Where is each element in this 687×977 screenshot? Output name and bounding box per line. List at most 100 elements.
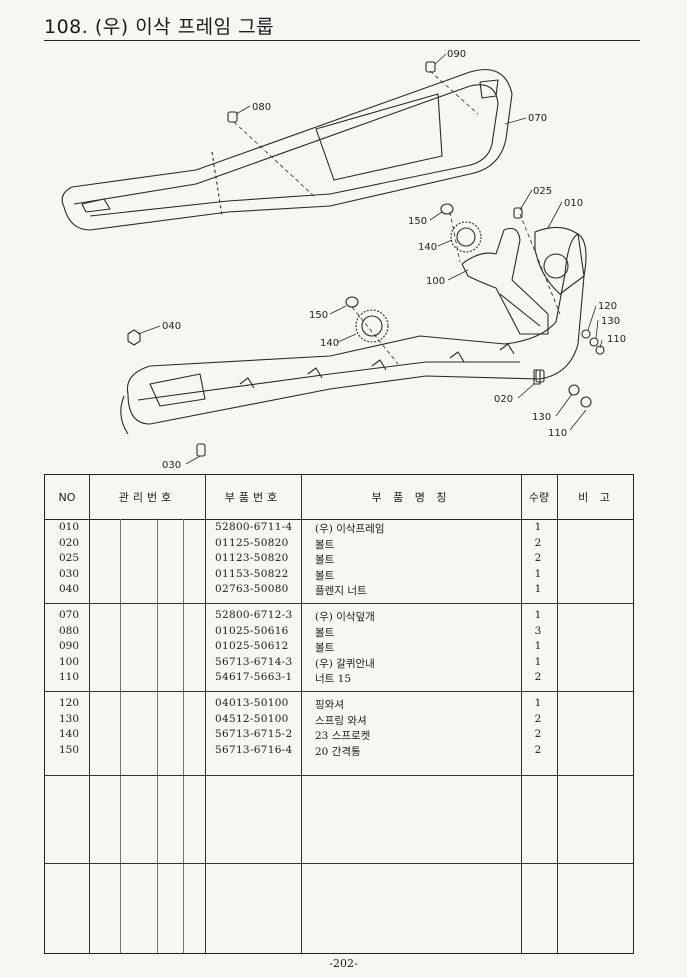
label-040: 040	[162, 321, 181, 332]
cell-name: 23 스프로켓	[315, 730, 371, 743]
header-qty: 수량	[528, 491, 550, 504]
cell-name: 20 간격통	[315, 745, 361, 758]
col-divider	[205, 475, 206, 953]
cell-name: 볼트	[315, 538, 335, 551]
label-070: 070	[528, 113, 547, 124]
header-note: 비 고	[578, 491, 614, 504]
cell-part-no: 02763-50080	[215, 583, 289, 596]
row-group-divider	[45, 863, 633, 864]
cell-qty: 2	[534, 536, 542, 549]
cell-qty: 1	[534, 567, 542, 580]
cell-qty: 3	[534, 624, 542, 637]
page-number: -202-	[329, 957, 358, 970]
cell-part-no: 01025-50612	[215, 640, 289, 653]
cell-name: 플렌지 너트	[315, 585, 367, 598]
cell-name: 너트 15	[315, 673, 352, 686]
cell-name: (우) 이삭덮개	[315, 611, 375, 623]
row-group-divider	[45, 603, 633, 604]
col-divider	[557, 475, 558, 953]
table-row: 025 01123-50820 볼트 2	[45, 552, 633, 568]
label-110a: 110	[607, 334, 626, 345]
table-row: 140 56713-6715-2 23 스프로켓 2	[45, 728, 633, 744]
table-row: 040 02763-50080 플렌지 너트 1	[45, 583, 633, 599]
label-020: 020	[494, 394, 513, 405]
table-header: NO 관리번호 부품번호 부 품 명 칭 수량 비 고	[45, 475, 633, 520]
label-010: 010	[564, 198, 583, 209]
cell-part-no: 56713-6715-2	[215, 728, 293, 741]
cell-qty: 1	[534, 583, 542, 596]
cell-no: 100	[59, 655, 80, 668]
label-130a: 130	[601, 316, 620, 327]
cell-no: 040	[59, 583, 80, 596]
sprocket-parts	[355, 221, 482, 343]
table-row: 020 01125-50820 볼트 2	[45, 537, 633, 553]
rake-guide-part	[461, 227, 549, 335]
cell-name: 스프링 와셔	[315, 714, 367, 727]
cell-part-no: 01125-50820	[215, 536, 289, 549]
exploded-parts-diagram: 090 080 070 025 010 150 140 100 040 150 …	[61, 49, 626, 471]
cell-no: 140	[59, 728, 80, 741]
cell-no: 080	[59, 624, 80, 637]
label-025: 025	[533, 186, 552, 197]
cell-no: 025	[59, 552, 80, 565]
cell-qty: 1	[534, 697, 542, 709]
ear-cover-part	[61, 69, 513, 231]
table-row: 130 04512-50100 스프링 와셔 2	[45, 713, 633, 729]
cell-part-no: 01153-50822	[215, 567, 289, 580]
label-150a: 150	[408, 216, 427, 227]
label-120: 120	[598, 301, 617, 312]
cell-name: 볼트	[315, 554, 335, 567]
header-no: NO	[58, 490, 76, 504]
cell-name: (우) 이삭프레임	[315, 523, 385, 535]
row-group-divider	[45, 691, 633, 692]
label-090: 090	[447, 49, 466, 60]
col-divider	[183, 519, 184, 953]
cell-no: 020	[59, 536, 80, 549]
table-row: 110 54617-5663-1 너트 15 2	[45, 671, 633, 687]
cell-name: 볼트	[315, 642, 335, 655]
cell-no: 090	[59, 640, 80, 653]
cell-no: 130	[59, 712, 80, 725]
parts-table: NO 관리번호 부품번호 부 품 명 칭 수량 비 고 010 52800-67…	[44, 474, 634, 954]
table-row: 010 52800-6711-4 (우) 이삭프레임 1	[45, 521, 633, 537]
cell-no: 070	[59, 609, 80, 621]
cell-qty: 1	[534, 521, 542, 533]
cell-qty: 2	[534, 743, 542, 756]
col-divider	[157, 519, 158, 953]
label-140a: 140	[418, 242, 437, 253]
header-part-name: 부 품 명 칭	[371, 491, 451, 504]
cell-qty: 2	[534, 712, 542, 725]
table-row: 030 01153-50822 볼트 1	[45, 568, 633, 584]
cell-no: 030	[59, 567, 80, 580]
header-part-no: 부품번호	[224, 491, 282, 504]
cell-part-no: 01025-50616	[215, 624, 289, 637]
cell-no: 010	[59, 521, 80, 533]
table-row: 120 04013-50100 핑와셔 1	[45, 697, 633, 713]
table-row: 080 01025-50616 볼트 3	[45, 625, 633, 641]
title-rule	[44, 40, 640, 41]
cell-part-no: 04013-50100	[215, 697, 289, 709]
cell-name: 볼트	[315, 569, 335, 582]
label-100: 100	[426, 276, 445, 287]
table-row: 070 52800-6712-3 (우) 이삭덮개 1	[45, 609, 633, 625]
diagram-labels: 090 080 070 025 010 150 140 100 040 150 …	[162, 49, 626, 471]
label-150b: 150	[309, 310, 328, 321]
cell-name: (우) 갈퀴안내	[315, 657, 375, 670]
label-130b: 130	[532, 412, 551, 423]
cell-qty: 1	[534, 655, 542, 668]
header-management-no: 관리번호	[118, 491, 176, 504]
table-row: 150 56713-6716-4 20 간격통 2	[45, 744, 633, 760]
cell-qty: 1	[534, 640, 542, 653]
cell-qty: 2	[534, 671, 542, 684]
cell-part-no: 56713-6716-4	[215, 743, 293, 756]
page-title: 108. (우) 이삭 프레임 그룹	[44, 16, 275, 38]
cell-no: 110	[59, 671, 80, 684]
table-row: 090 01025-50612 볼트 1	[45, 640, 633, 656]
col-divider	[89, 475, 90, 953]
cell-part-no: 04512-50100	[215, 712, 289, 725]
label-080: 080	[252, 102, 271, 113]
label-110b: 110	[548, 428, 567, 439]
cell-no: 120	[59, 697, 80, 709]
label-140b: 140	[320, 338, 339, 349]
cell-part-no: 54617-5663-1	[215, 671, 293, 684]
